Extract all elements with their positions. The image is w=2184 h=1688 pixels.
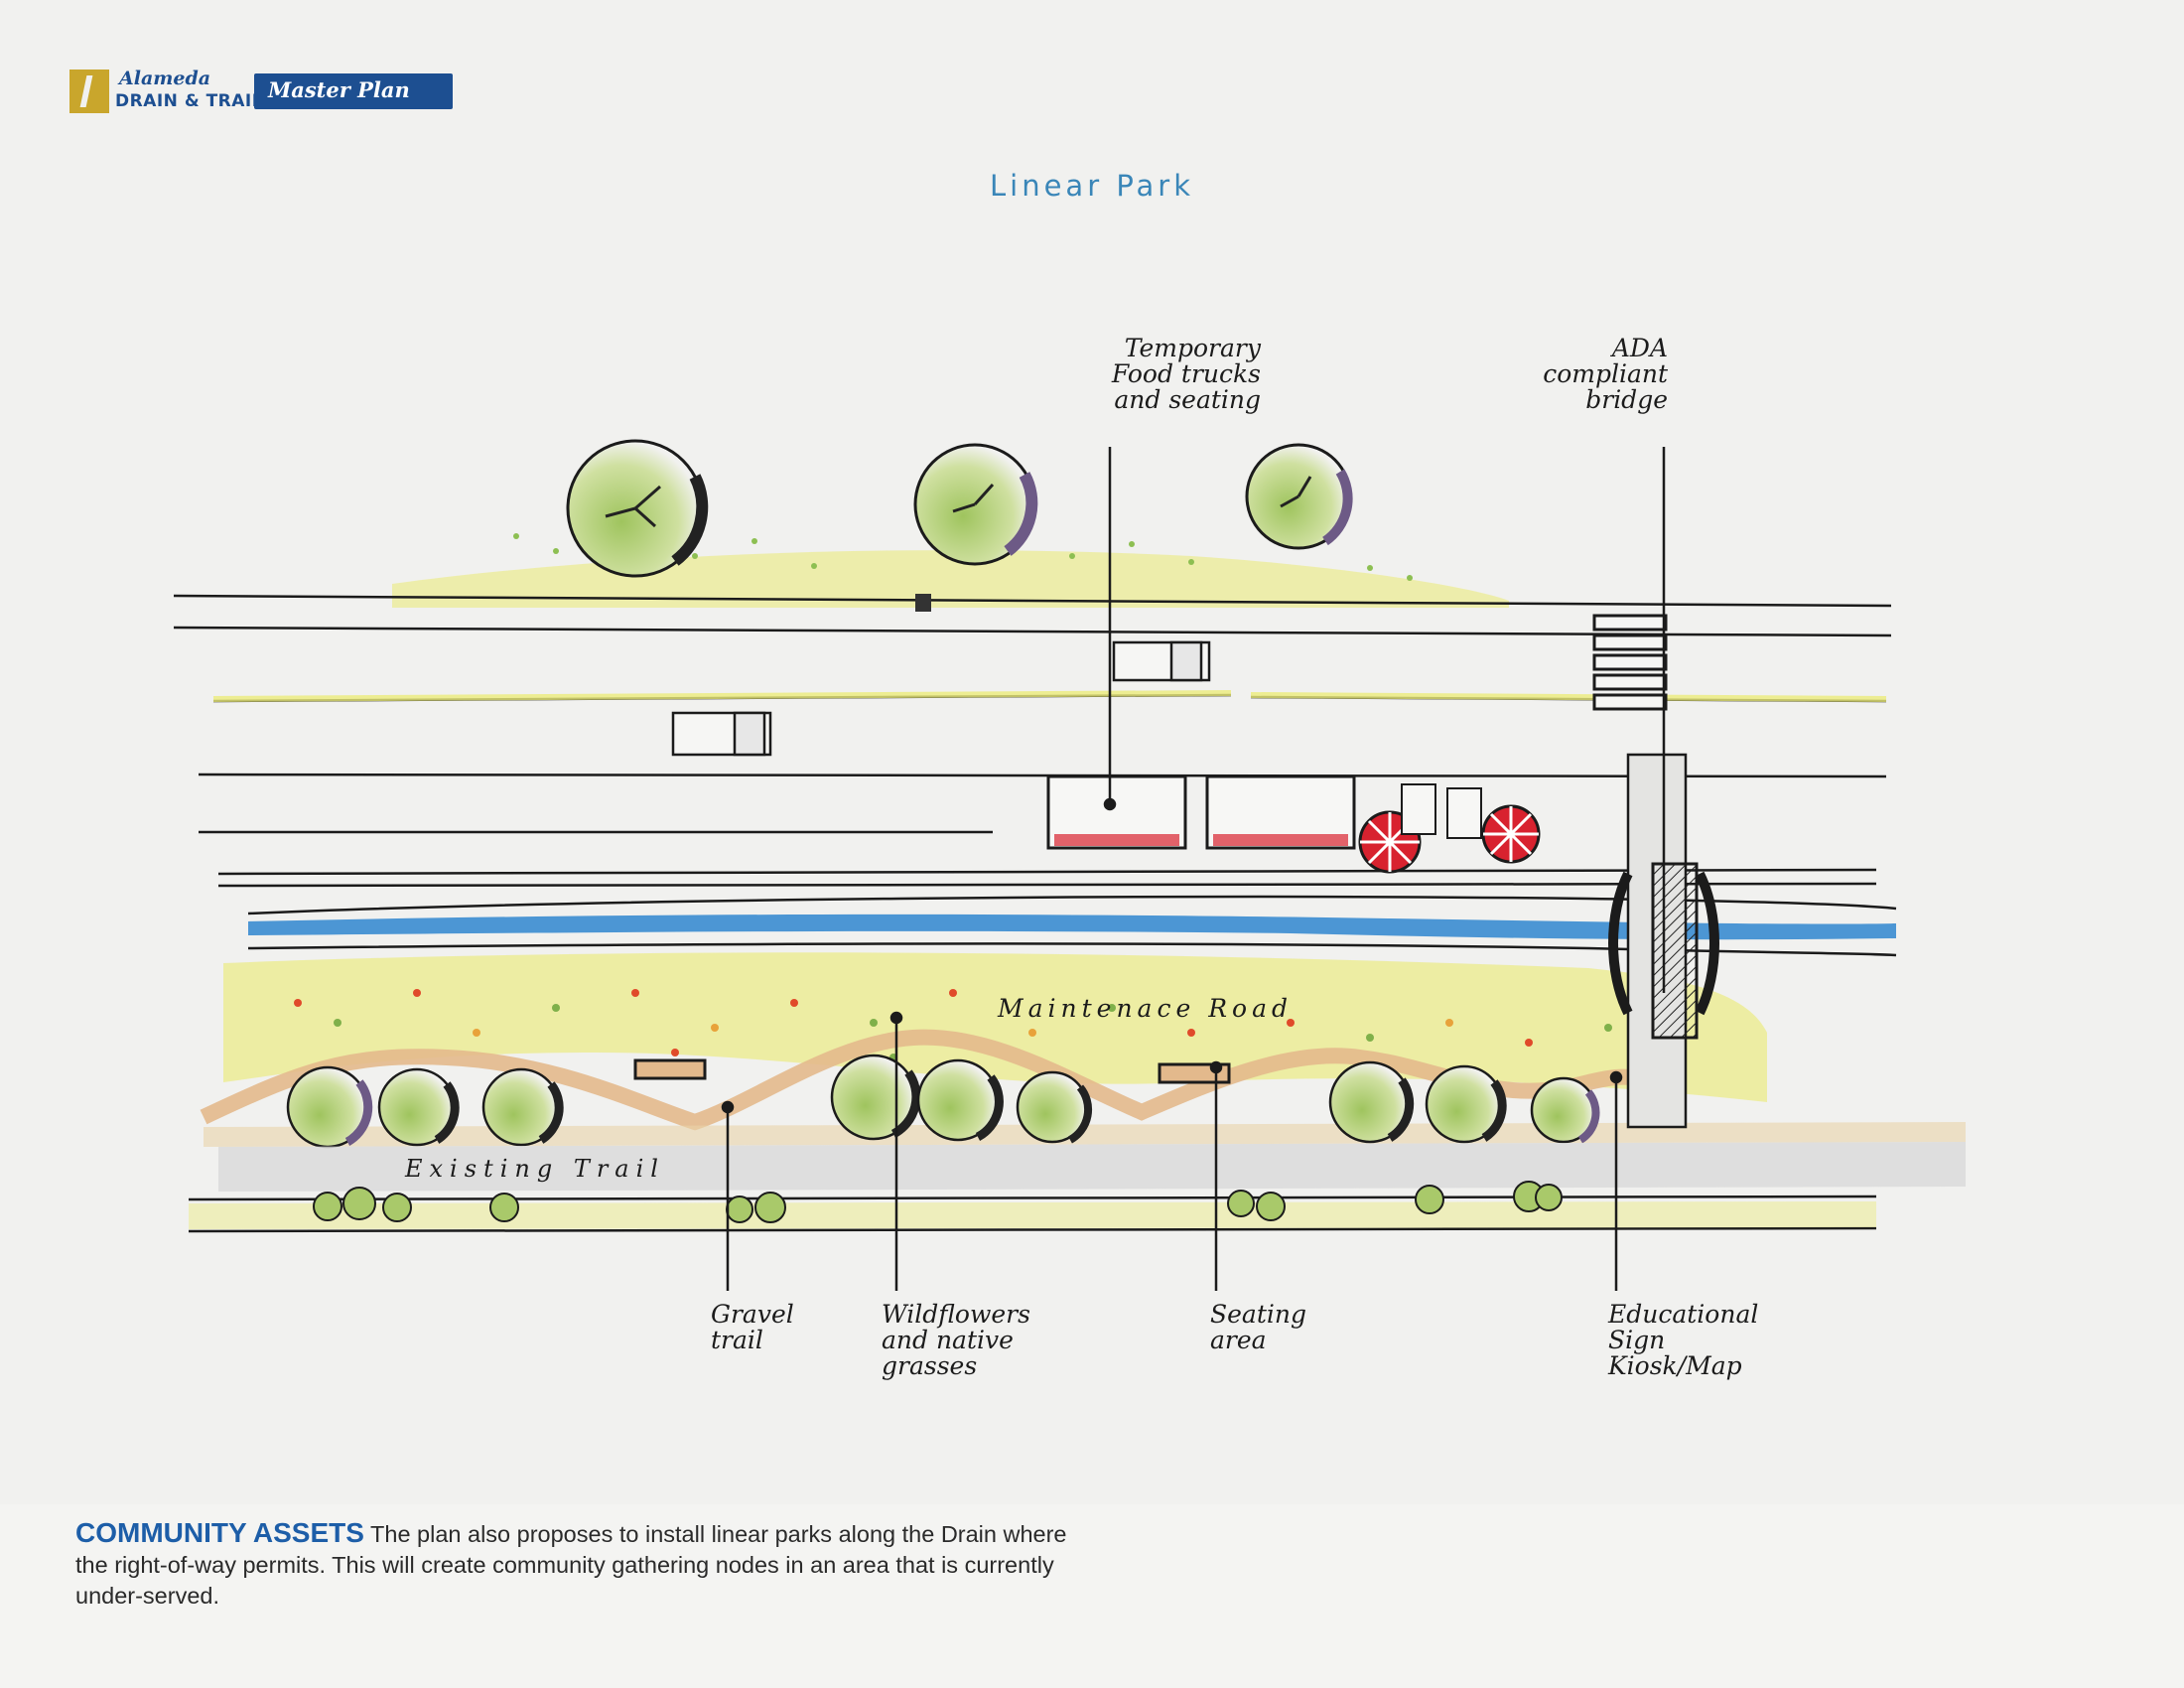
logo-wordmark: Alameda DRAIN & TRAIL — [115, 68, 263, 113]
label-existing-trail: Existing Trail — [405, 1155, 665, 1183]
trail-base-area — [204, 1122, 1966, 1147]
seating-tables — [1401, 783, 1482, 839]
kiosk-small — [915, 594, 931, 612]
callout-bridge: ADA compliant bridge — [1543, 334, 1668, 414]
drain-bank-lower — [247, 942, 1897, 957]
callout-educational-sign: Educational Sign Kiosk/Map — [1608, 1300, 1759, 1380]
drain-bank-upper — [247, 895, 1897, 915]
callout-gravel-trail: Gravel trail — [711, 1300, 794, 1354]
bench-1 — [633, 1058, 707, 1080]
existing-trail-band — [218, 1142, 1966, 1192]
food-truck-2 — [1205, 774, 1356, 850]
umbrella-2 — [1481, 804, 1541, 864]
car-2 — [671, 711, 772, 757]
callout-wildflowers: Wildflowers and native grasses — [882, 1300, 1030, 1380]
label-maintenance-road: Maintenace Road — [998, 994, 1293, 1023]
callout-seating-area: Seating area — [1210, 1300, 1306, 1354]
caption-heading: COMMUNITY ASSETS — [75, 1517, 364, 1548]
food-truck-1 — [1046, 774, 1187, 850]
ada-bridge — [1592, 614, 1719, 1129]
logo-brand-line1: Alameda — [119, 68, 211, 89]
caption-body: The plan also proposes to install linear… — [75, 1521, 1067, 1609]
callout-food-trucks: Temporary Food trucks and seating — [1111, 334, 1261, 414]
upper-tree-3 — [1245, 443, 1353, 550]
community-assets-caption: COMMUNITY ASSETS The plan also proposes … — [75, 1517, 1088, 1612]
sketch-paper — [0, 0, 2184, 1504]
upper-tree-2 — [913, 443, 1038, 566]
linear-park-sketch — [173, 439, 1966, 1291]
median-yellow-stripe — [212, 690, 1887, 702]
wildflower-dots — [294, 989, 1612, 1061]
callout-leaders — [721, 447, 1666, 1291]
logo-mark-icon — [69, 70, 109, 113]
ground-line — [188, 1226, 1877, 1233]
lower-shrubs — [313, 1181, 1563, 1223]
logo-badge: Master Plan — [254, 73, 453, 109]
logo-brand-line2: DRAIN & TRAIL — [115, 91, 264, 111]
page-title: Linear Park — [989, 169, 1195, 203]
master-plan-logo[interactable]: Alameda DRAIN & TRAIL Master Plan — [69, 68, 453, 113]
logo-badge-text: Master Plan — [268, 77, 410, 102]
lower-grass-strip — [189, 1201, 1876, 1229]
existing-trail-edge — [188, 1195, 1877, 1201]
car-1 — [1112, 640, 1211, 682]
upper-tree-1 — [566, 439, 709, 578]
drain-water — [248, 914, 1896, 940]
lower-trees — [286, 1054, 1600, 1149]
